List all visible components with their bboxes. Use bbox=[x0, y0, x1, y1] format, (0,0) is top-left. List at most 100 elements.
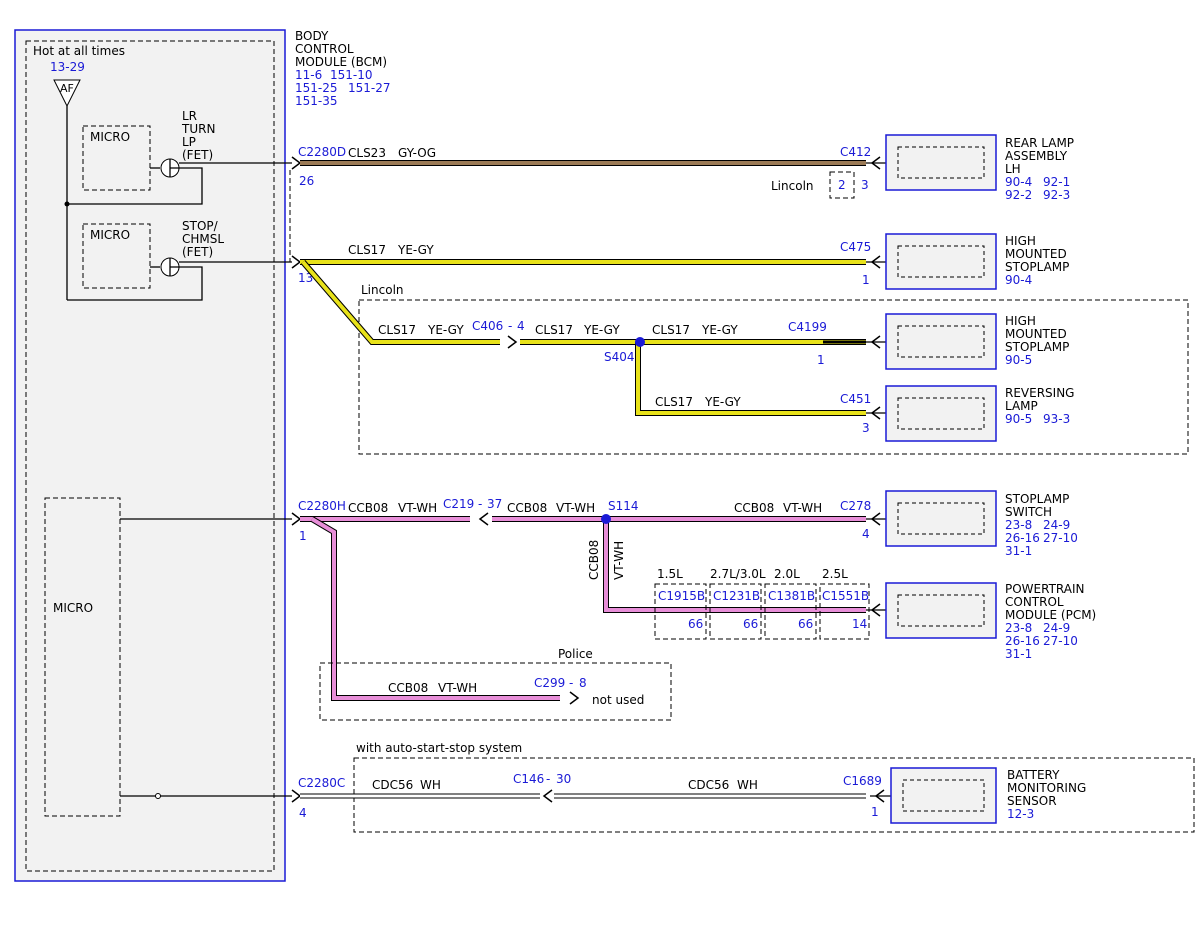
eng-20: 2.0L bbox=[774, 567, 800, 581]
bcm-ref-4: 151-27 bbox=[348, 81, 391, 95]
c146-pin: 30 bbox=[556, 772, 571, 786]
s404-label: S404 bbox=[604, 350, 635, 364]
lr-turn-l1: LR bbox=[182, 109, 197, 123]
lincoln-label-2: Lincoln bbox=[361, 283, 404, 297]
ccb08-label-4: CCB08 bbox=[388, 681, 428, 695]
eng-25: 2.5L bbox=[822, 567, 848, 581]
fuse-icon bbox=[53, 79, 81, 108]
cls23-label: CLS23 bbox=[348, 146, 386, 160]
micro-2-label: MICRO bbox=[90, 228, 130, 242]
lr-turn-l3: LP bbox=[182, 135, 196, 149]
bcm-title-2: CONTROL bbox=[295, 42, 354, 56]
c4199-label: C4199 bbox=[788, 320, 827, 334]
eng-27: 2.7L/3.0L bbox=[710, 567, 766, 581]
sw-l2: SWITCH bbox=[1005, 505, 1052, 519]
c1551b-pin: 14 bbox=[852, 617, 867, 631]
cdc56-label-2: CDC56 bbox=[688, 778, 729, 792]
c219-dash: - bbox=[478, 497, 482, 511]
c1381b-box bbox=[764, 583, 817, 640]
c2280c-label: C2280C bbox=[298, 776, 345, 790]
pcm-ref-4: 27-10 bbox=[1043, 634, 1078, 648]
cls17-label-2: CLS17 bbox=[378, 323, 416, 337]
yegy-label-5: YE-GY bbox=[704, 395, 741, 409]
bcm-ref-5: 151-35 bbox=[295, 94, 338, 108]
c406-label: C406 bbox=[472, 319, 503, 333]
cls17-label-5: CLS17 bbox=[655, 395, 693, 409]
micro-1 bbox=[82, 125, 151, 191]
sw-ref-3: 26-16 bbox=[1005, 531, 1040, 545]
bms-l1: BATTERY bbox=[1007, 768, 1060, 782]
c146-label: C146 bbox=[513, 772, 544, 786]
wire-ccb08-c299 bbox=[310, 517, 560, 700]
pcm-l3: MODULE (PCM) bbox=[1005, 608, 1096, 622]
pcm-ref-2: 24-9 bbox=[1043, 621, 1070, 635]
c1551b-label: C1551B bbox=[822, 589, 869, 603]
c451-pin: 3 bbox=[862, 421, 870, 435]
c1231b-box bbox=[709, 583, 762, 640]
c278-label: C278 bbox=[840, 499, 871, 513]
pcm-ref-3: 26-16 bbox=[1005, 634, 1040, 648]
bms-l3: SENSOR bbox=[1007, 794, 1057, 808]
rear-lamp-l1: REAR LAMP bbox=[1005, 136, 1074, 150]
rear-ref-2: 92-1 bbox=[1043, 175, 1070, 189]
ccb08-label-3: CCB08 bbox=[734, 501, 774, 515]
wire-ccb08-pcm bbox=[604, 519, 866, 612]
c2280d-label: C2280D bbox=[298, 145, 346, 159]
bcm-ref-3: 151-25 bbox=[295, 81, 338, 95]
c299-pin: 8 bbox=[579, 676, 587, 690]
c1689-pin: 1 bbox=[871, 805, 879, 819]
hmsl1-ref: 90-4 bbox=[1005, 273, 1032, 287]
hmsl1-l2: MOUNTED bbox=[1005, 247, 1067, 261]
yegy-label-1: YE-GY bbox=[397, 243, 434, 257]
micro-2 bbox=[82, 223, 151, 289]
c451-label: C451 bbox=[840, 392, 871, 406]
eng-15: 1.5L bbox=[657, 567, 683, 581]
hmsl2-l2: MOUNTED bbox=[1005, 327, 1067, 341]
sw-ref-2: 24-9 bbox=[1043, 518, 1070, 532]
auto-ss-label: with auto-start-stop system bbox=[356, 741, 522, 755]
c412-pin3: 3 bbox=[861, 178, 869, 192]
c1915b-pin: 66 bbox=[688, 617, 703, 631]
c1231b-pin: 66 bbox=[743, 617, 758, 631]
rev-ref-1: 90-5 bbox=[1005, 412, 1032, 426]
splice-s404 bbox=[635, 337, 645, 347]
c219-pin: 37 bbox=[487, 497, 502, 511]
vtwh-label-3: VT-WH bbox=[783, 501, 822, 515]
c2280h-label: C2280H bbox=[298, 499, 346, 513]
c4199-pin: 1 bbox=[817, 353, 825, 367]
bcm-title-3: MODULE (BCM) bbox=[295, 55, 387, 69]
c299-dash: - bbox=[569, 676, 573, 690]
cls17-label-4: CLS17 bbox=[652, 323, 690, 337]
c475-label: C475 bbox=[840, 240, 871, 254]
s114-label: S114 bbox=[608, 499, 639, 513]
police-label: Police bbox=[558, 647, 593, 661]
c1381b-label: C1381B bbox=[768, 589, 815, 603]
rev-ref-2: 93-3 bbox=[1043, 412, 1070, 426]
c1381b-pin: 66 bbox=[798, 617, 813, 631]
cdc56-label-1: CDC56 bbox=[372, 778, 413, 792]
c1231b-label: C1231B bbox=[713, 589, 760, 603]
bcm-ref-1: 11-6 bbox=[295, 68, 322, 82]
micro-1-label: MICRO bbox=[90, 130, 130, 144]
rear-ref-4: 92-3 bbox=[1043, 188, 1070, 202]
hmsl2-l3: STOPLAMP bbox=[1005, 340, 1069, 354]
yegy-label-2: YE-GY bbox=[427, 323, 464, 337]
wire-cls17-c406 bbox=[301, 260, 500, 344]
vtwh-vert-label: VT-WH bbox=[612, 541, 626, 580]
lr-turn-l2: TURN bbox=[181, 122, 215, 136]
fuse-label: AF bbox=[60, 82, 74, 95]
hot-label: Hot at all times bbox=[33, 44, 125, 58]
c146-dash: - bbox=[546, 772, 550, 786]
c219-label: C219 bbox=[443, 497, 474, 511]
rear-ref-3: 92-2 bbox=[1005, 188, 1032, 202]
gyog-label: GY-OG bbox=[398, 146, 436, 160]
bcm-inner-box bbox=[25, 40, 275, 872]
c412-pin2: 2 bbox=[838, 178, 846, 192]
cls17-label-1: CLS17 bbox=[348, 243, 386, 257]
police-box bbox=[319, 662, 672, 721]
wh-label-1: WH bbox=[420, 778, 441, 792]
hmsl2-l1: HIGH bbox=[1005, 314, 1036, 328]
c412-label: C412 bbox=[840, 145, 871, 159]
stop-l3: (FET) bbox=[182, 245, 213, 259]
